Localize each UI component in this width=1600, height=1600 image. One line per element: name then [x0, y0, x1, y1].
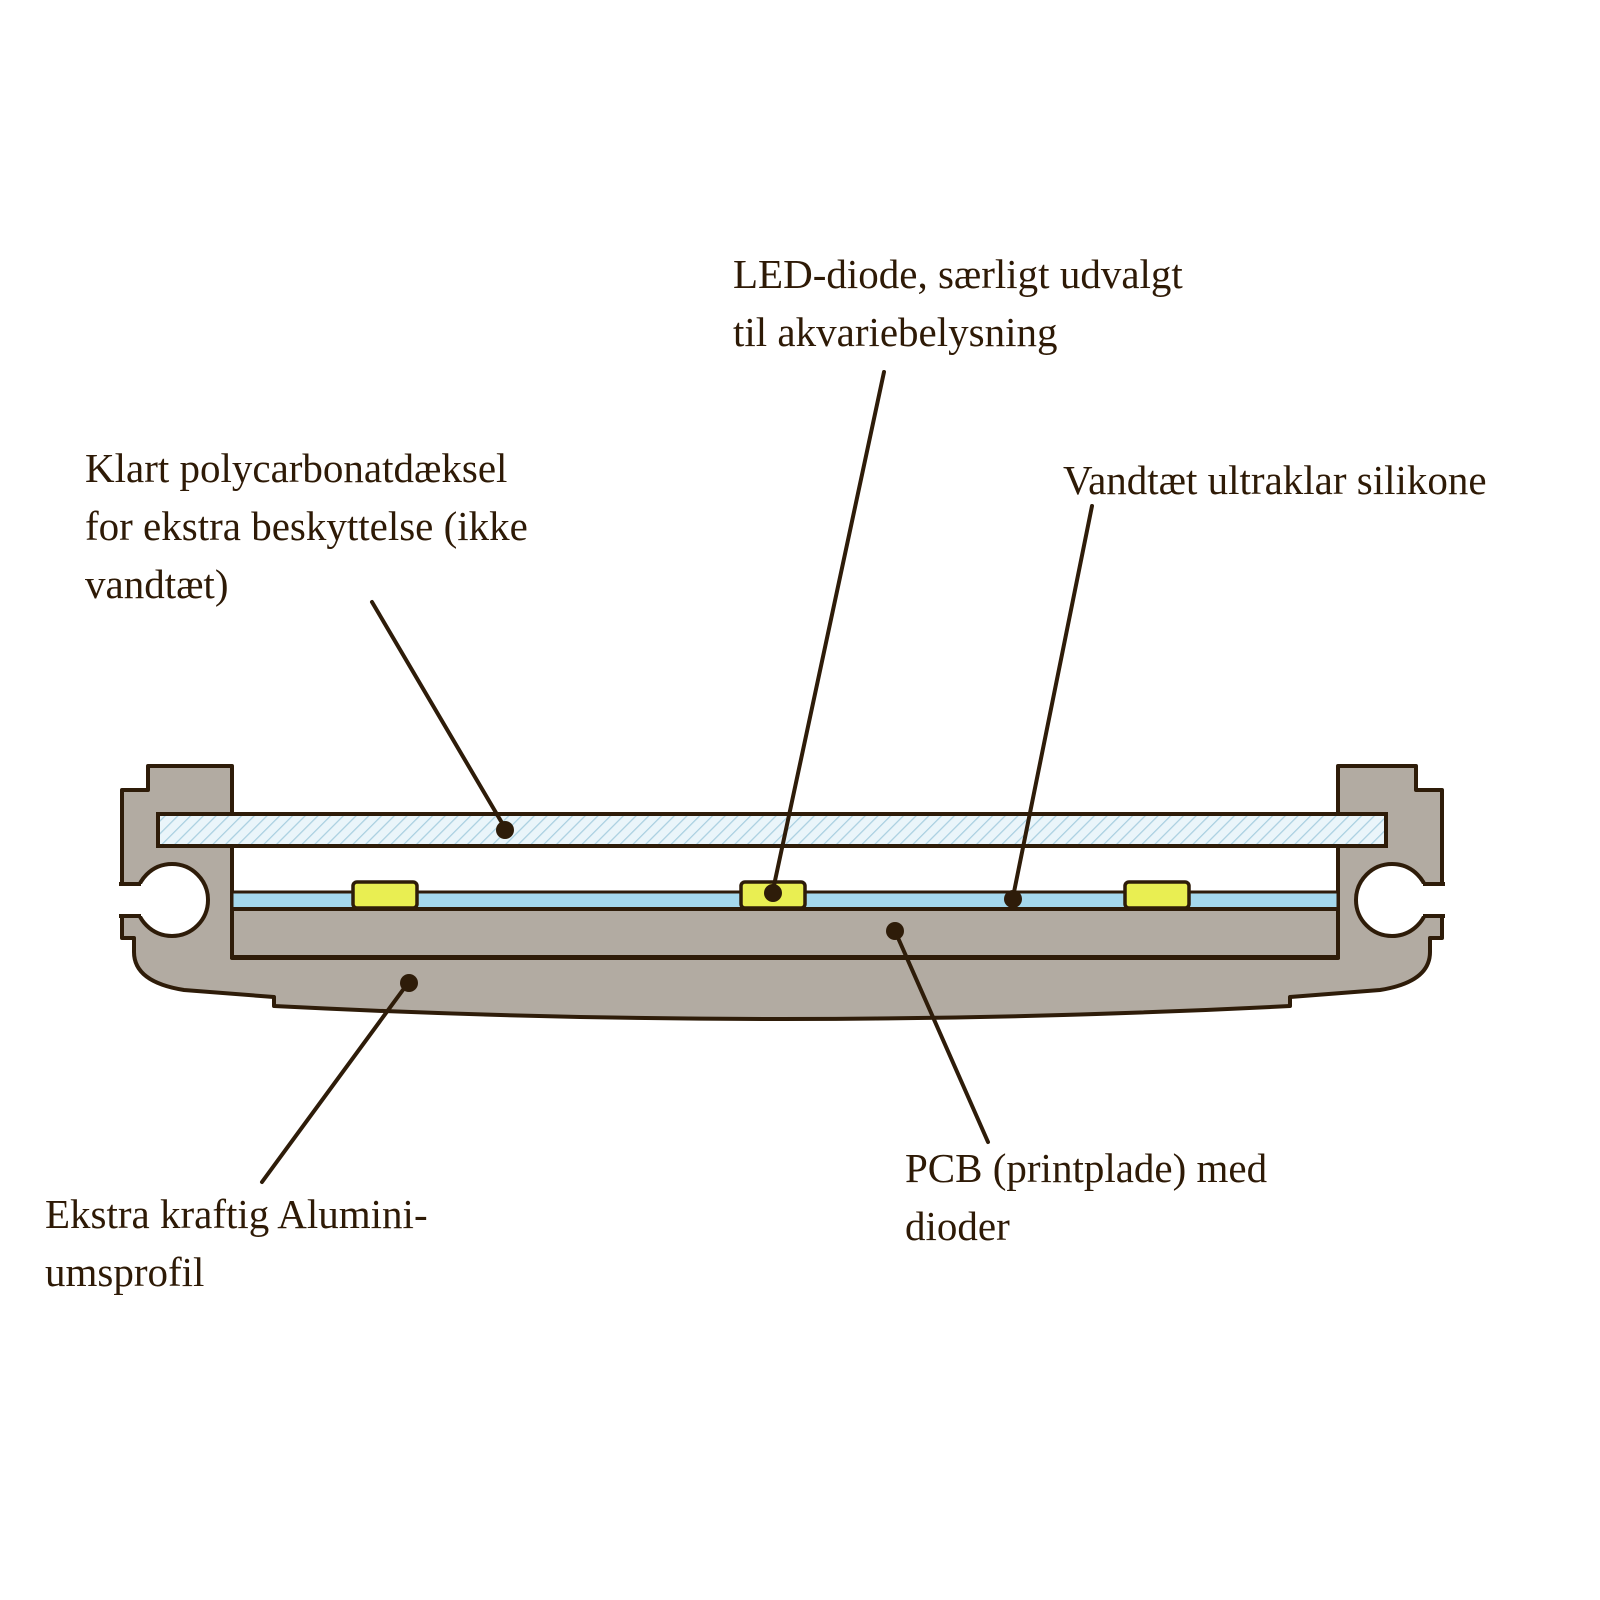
leader-line-aluminum [260, 981, 410, 1184]
leader-dot-led [764, 884, 782, 902]
label-cover-line-1: Klart polycarbonatdæksel [85, 445, 507, 491]
leader-aluminum [260, 974, 418, 1184]
label-pcb-line-1: PCB (printplade) med [905, 1145, 1267, 1191]
pcb-board [230, 907, 1340, 959]
leader-line-pcb [893, 929, 990, 1144]
label-pcb-line-2: dioder [905, 1203, 1010, 1249]
leader-dot-pcb [886, 922, 904, 940]
right-mounting-groove [1354, 862, 1456, 938]
leader-line-led [771, 370, 886, 892]
aluminum-profile [120, 764, 1444, 1021]
label-led-line-1: LED-diode, særligt udvalgt [733, 251, 1183, 297]
leader-dot-silicone [1004, 890, 1022, 908]
leader-line-silicone [1011, 504, 1094, 899]
label-cover-line-2: for ekstra beskyttelse (ikke [85, 503, 528, 549]
leader-cover [370, 600, 514, 839]
label-led-line-2: til akvariebelysning [733, 309, 1058, 355]
led-chip-left [351, 880, 419, 910]
leader-dot-cover [496, 821, 514, 839]
label-led: LED-diode, særligt udvalgt til akvariebe… [733, 251, 1183, 355]
leader-silicone [1004, 504, 1094, 908]
leader-led [764, 370, 886, 902]
leader-pcb [886, 922, 990, 1144]
label-aluminum: Ekstra kraftig Alumini- umsprofil [45, 1191, 428, 1295]
led-chip-right [1123, 880, 1191, 910]
label-pcb: PCB (printplade) med dioder [905, 1145, 1267, 1249]
leader-line-cover [370, 600, 507, 830]
label-aluminum-line-1: Ekstra kraftig Alumini- [45, 1191, 428, 1237]
polycarbonate-cover [156, 812, 1388, 848]
label-aluminum-line-2: umsprofil [45, 1249, 204, 1295]
left-mounting-groove [108, 862, 210, 938]
leader-dot-aluminum [400, 974, 418, 992]
left-groove-opening [108, 884, 172, 916]
right-groove-opening [1392, 884, 1456, 916]
label-silicone: Vandtæt ultraklar silikone [1063, 457, 1487, 503]
label-cover: Klart polycarbonatdæksel for ekstra besk… [85, 445, 528, 607]
label-cover-line-3: vandtæt) [85, 561, 228, 607]
label-silicone-line-1: Vandtæt ultraklar silikone [1063, 457, 1487, 503]
